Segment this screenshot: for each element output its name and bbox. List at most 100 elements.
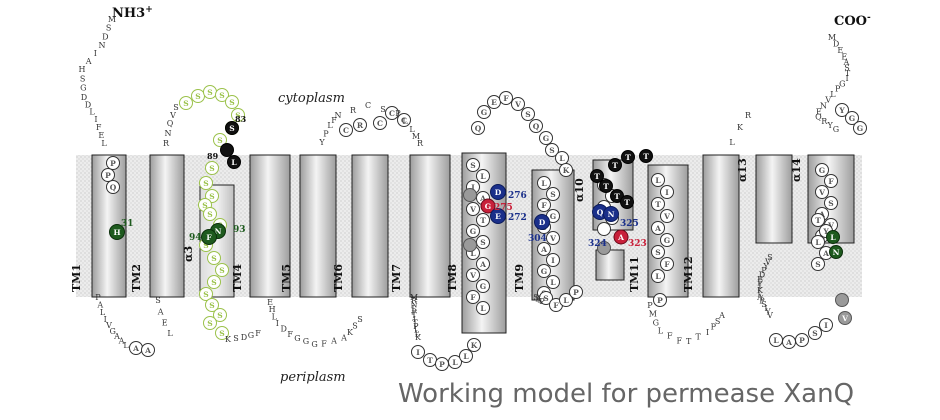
svg-text:S: S xyxy=(195,92,200,101)
sequence-letter: A xyxy=(330,336,337,345)
svg-text:V: V xyxy=(827,221,834,230)
svg-text:S: S xyxy=(812,329,817,338)
residue: K xyxy=(467,338,481,352)
residue: Q xyxy=(106,180,120,194)
svg-text:G: G xyxy=(550,212,556,221)
sequence-letter: D xyxy=(281,324,287,333)
sequence-letter: A xyxy=(113,332,120,341)
svg-text:S: S xyxy=(211,254,216,263)
svg-text:G: G xyxy=(849,114,855,123)
svg-text:F: F xyxy=(553,301,559,310)
sequence-letter: L xyxy=(830,90,836,99)
sequence-letter: G xyxy=(248,331,254,340)
sequence-letter: P xyxy=(711,323,717,332)
sequence-letter: A xyxy=(842,58,849,67)
sequence-letter: L xyxy=(411,304,417,313)
svg-text:S: S xyxy=(207,210,212,219)
residue: Q xyxy=(529,119,543,133)
svg-text:L: L xyxy=(452,358,458,367)
sequence-letter: T xyxy=(696,332,702,341)
sequence-letter: L xyxy=(167,329,173,338)
svg-text:L: L xyxy=(480,304,486,313)
svg-text:C: C xyxy=(389,109,395,118)
residue: S xyxy=(651,245,665,259)
svg-text:T: T xyxy=(614,192,620,201)
residue-num-304: 304 xyxy=(528,234,547,244)
residue: S xyxy=(521,107,535,121)
helix-label: α3 xyxy=(182,246,195,262)
svg-text:D: D xyxy=(539,218,546,227)
sequence-letter: P xyxy=(761,266,767,275)
residue: C xyxy=(339,123,353,137)
svg-text:A: A xyxy=(132,344,139,353)
svg-text:T: T xyxy=(603,182,609,191)
residue: G xyxy=(466,224,480,238)
residue xyxy=(463,238,477,252)
sequence-letter: N xyxy=(165,129,172,138)
residue: L xyxy=(476,169,490,183)
svg-text:S: S xyxy=(209,301,214,310)
svg-text:A: A xyxy=(617,233,624,242)
residue xyxy=(597,222,611,236)
helix-cylinder xyxy=(351,154,389,298)
sequence-letter: S xyxy=(352,321,357,330)
residue: S xyxy=(476,235,490,249)
residue: L xyxy=(448,355,462,369)
sequence-letter: D xyxy=(102,32,108,41)
residue: V xyxy=(546,231,560,245)
sequence-letter: M xyxy=(108,15,116,24)
sequence-letter: M xyxy=(410,293,418,302)
residue: C xyxy=(385,106,399,120)
residue: L xyxy=(811,235,825,249)
sequence-letter: P xyxy=(835,85,841,94)
residue: G xyxy=(477,105,491,119)
residue: T xyxy=(590,169,604,183)
helix-cylinder xyxy=(299,154,337,298)
residue: H xyxy=(109,224,125,240)
helix-label: TM12 xyxy=(682,256,695,292)
svg-text:S: S xyxy=(219,91,224,100)
sequence-letter: E xyxy=(267,298,273,307)
svg-text:S: S xyxy=(203,179,208,188)
sequence-letter: S xyxy=(155,296,160,305)
residue: T xyxy=(811,213,825,227)
sequence-letter: K xyxy=(757,286,764,295)
residue: N xyxy=(829,245,843,259)
sequence-letter: S xyxy=(380,105,385,114)
sequence-letter: S xyxy=(767,253,772,262)
residue-num-324: 324 xyxy=(588,239,607,249)
sequence-letter: E xyxy=(757,275,763,284)
svg-text:L: L xyxy=(563,296,569,305)
sequence-letter: E xyxy=(841,52,847,61)
sequence-letter: P xyxy=(539,297,545,306)
helix-label: TM4 xyxy=(231,264,244,292)
svg-text:T: T xyxy=(624,198,630,207)
sequence-letter: Y xyxy=(318,138,325,147)
helix-cylinder xyxy=(702,154,740,298)
residue: P xyxy=(101,168,115,182)
svg-text:T: T xyxy=(427,356,433,365)
residue: F xyxy=(466,290,480,304)
sequence-letter: I xyxy=(706,328,709,337)
residue: A xyxy=(537,242,551,256)
sequence-letter: L xyxy=(327,121,333,130)
svg-text:G: G xyxy=(480,282,486,291)
residue: S xyxy=(199,176,213,190)
sequence-letter: K xyxy=(347,328,354,337)
residue: S xyxy=(213,308,227,322)
residue: T xyxy=(639,149,653,163)
svg-text:C: C xyxy=(377,119,383,128)
residue: P xyxy=(653,293,667,307)
sequence-letter: P xyxy=(323,130,329,139)
residue: L xyxy=(559,293,573,307)
svg-text:V: V xyxy=(549,234,556,243)
helix-label: TM9 xyxy=(513,264,526,292)
residue: G xyxy=(480,198,496,214)
residue: L xyxy=(555,151,569,165)
residue: L xyxy=(227,155,241,169)
svg-text:I: I xyxy=(416,348,420,357)
svg-text:S: S xyxy=(203,290,208,299)
svg-text:F: F xyxy=(470,293,476,302)
sequence-letter: T xyxy=(412,318,418,327)
